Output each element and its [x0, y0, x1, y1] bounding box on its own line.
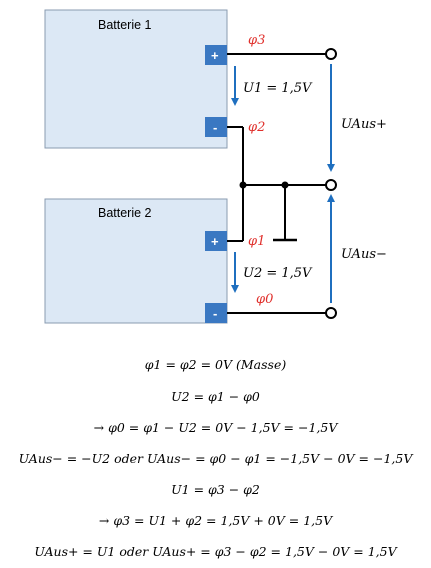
battery-1-plus-terminal	[205, 45, 227, 65]
battery-1-minus-terminal	[205, 117, 227, 137]
equation-6: → φ3 = U1 + φ2 = 1,5V + 0V = 1,5V	[98, 513, 333, 528]
junction-dot-right	[281, 181, 289, 189]
battery-1-minus-sign: -	[213, 120, 217, 135]
battery-1: Batterie 1 + -	[44, 9, 228, 149]
battery-1-label: Batterie 1	[98, 18, 152, 32]
battery-2-plus-sign: +	[211, 234, 219, 249]
equation-7: UAus+ = U1 oder UAus+ = φ3 − φ2 = 1,5V −…	[34, 544, 397, 559]
circuit-diagram: Batterie 1 + - Batterie 2 + - φ3 φ2 φ1 φ…	[44, 9, 387, 324]
phi0-label: φ0	[256, 292, 273, 307]
battery-2-plus-terminal	[205, 231, 227, 251]
output-terminal-bottom	[325, 307, 337, 319]
junction-dot-left	[239, 181, 247, 189]
u2-label: U2 = 1,5V	[243, 266, 313, 281]
battery-1-plus-sign: +	[211, 48, 219, 63]
battery-2: Batterie 2 + -	[44, 198, 228, 324]
battery-2-minus-terminal	[205, 303, 227, 323]
equation-3: → φ0 = φ1 − U2 = 0V − 1,5V = −1,5V	[93, 420, 338, 435]
equation-4: UAus− = −U2 oder UAus− = φ0 − φ1 = −1,5V…	[18, 451, 413, 466]
equation-5: U1 = φ3 − φ2	[171, 482, 260, 497]
output-terminal-middle	[325, 179, 337, 191]
phi2-label: φ2	[248, 120, 265, 135]
battery-2-label: Batterie 2	[98, 206, 152, 220]
u-aus-minus-label: UAus−	[341, 247, 387, 262]
output-terminal-top	[325, 48, 337, 60]
wires	[227, 53, 326, 314]
equation-1: φ1 = φ2 = 0V (Masse)	[144, 357, 287, 372]
battery-2-minus-sign: -	[213, 306, 217, 321]
phi1-label: φ1	[248, 234, 265, 249]
u1-label: U1 = 1,5V	[243, 81, 313, 96]
equation-2: U2 = φ1 − φ0	[171, 389, 260, 404]
u-aus-plus-label: UAus+	[341, 117, 387, 132]
phi3-label: φ3	[248, 33, 265, 48]
